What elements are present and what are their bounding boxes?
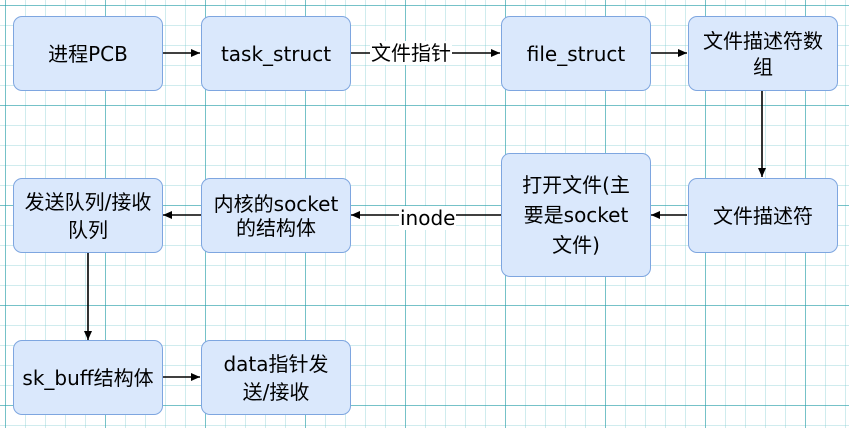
- node-send-recv-queue: 发送队列/接收队列: [13, 178, 163, 253]
- node-fd-array: 文件描述符数组: [688, 16, 838, 91]
- node-file-struct: file_struct: [501, 16, 651, 91]
- node-fd: 文件描述符: [688, 178, 838, 253]
- edge-label-inode: inode: [399, 206, 457, 230]
- node-process-pcb: 进程PCB: [13, 16, 163, 91]
- node-open-file: 打开文件(主要是socket文件): [501, 153, 651, 277]
- node-task-struct: task_struct: [201, 16, 351, 91]
- node-kernel-socket: 内核的socket的结构体: [201, 178, 351, 253]
- node-data-pointer: data指针发送/接收: [201, 340, 351, 415]
- node-sk-buff: sk_buff结构体: [13, 340, 163, 415]
- edge-label-file-pointer: 文件指针: [370, 41, 452, 65]
